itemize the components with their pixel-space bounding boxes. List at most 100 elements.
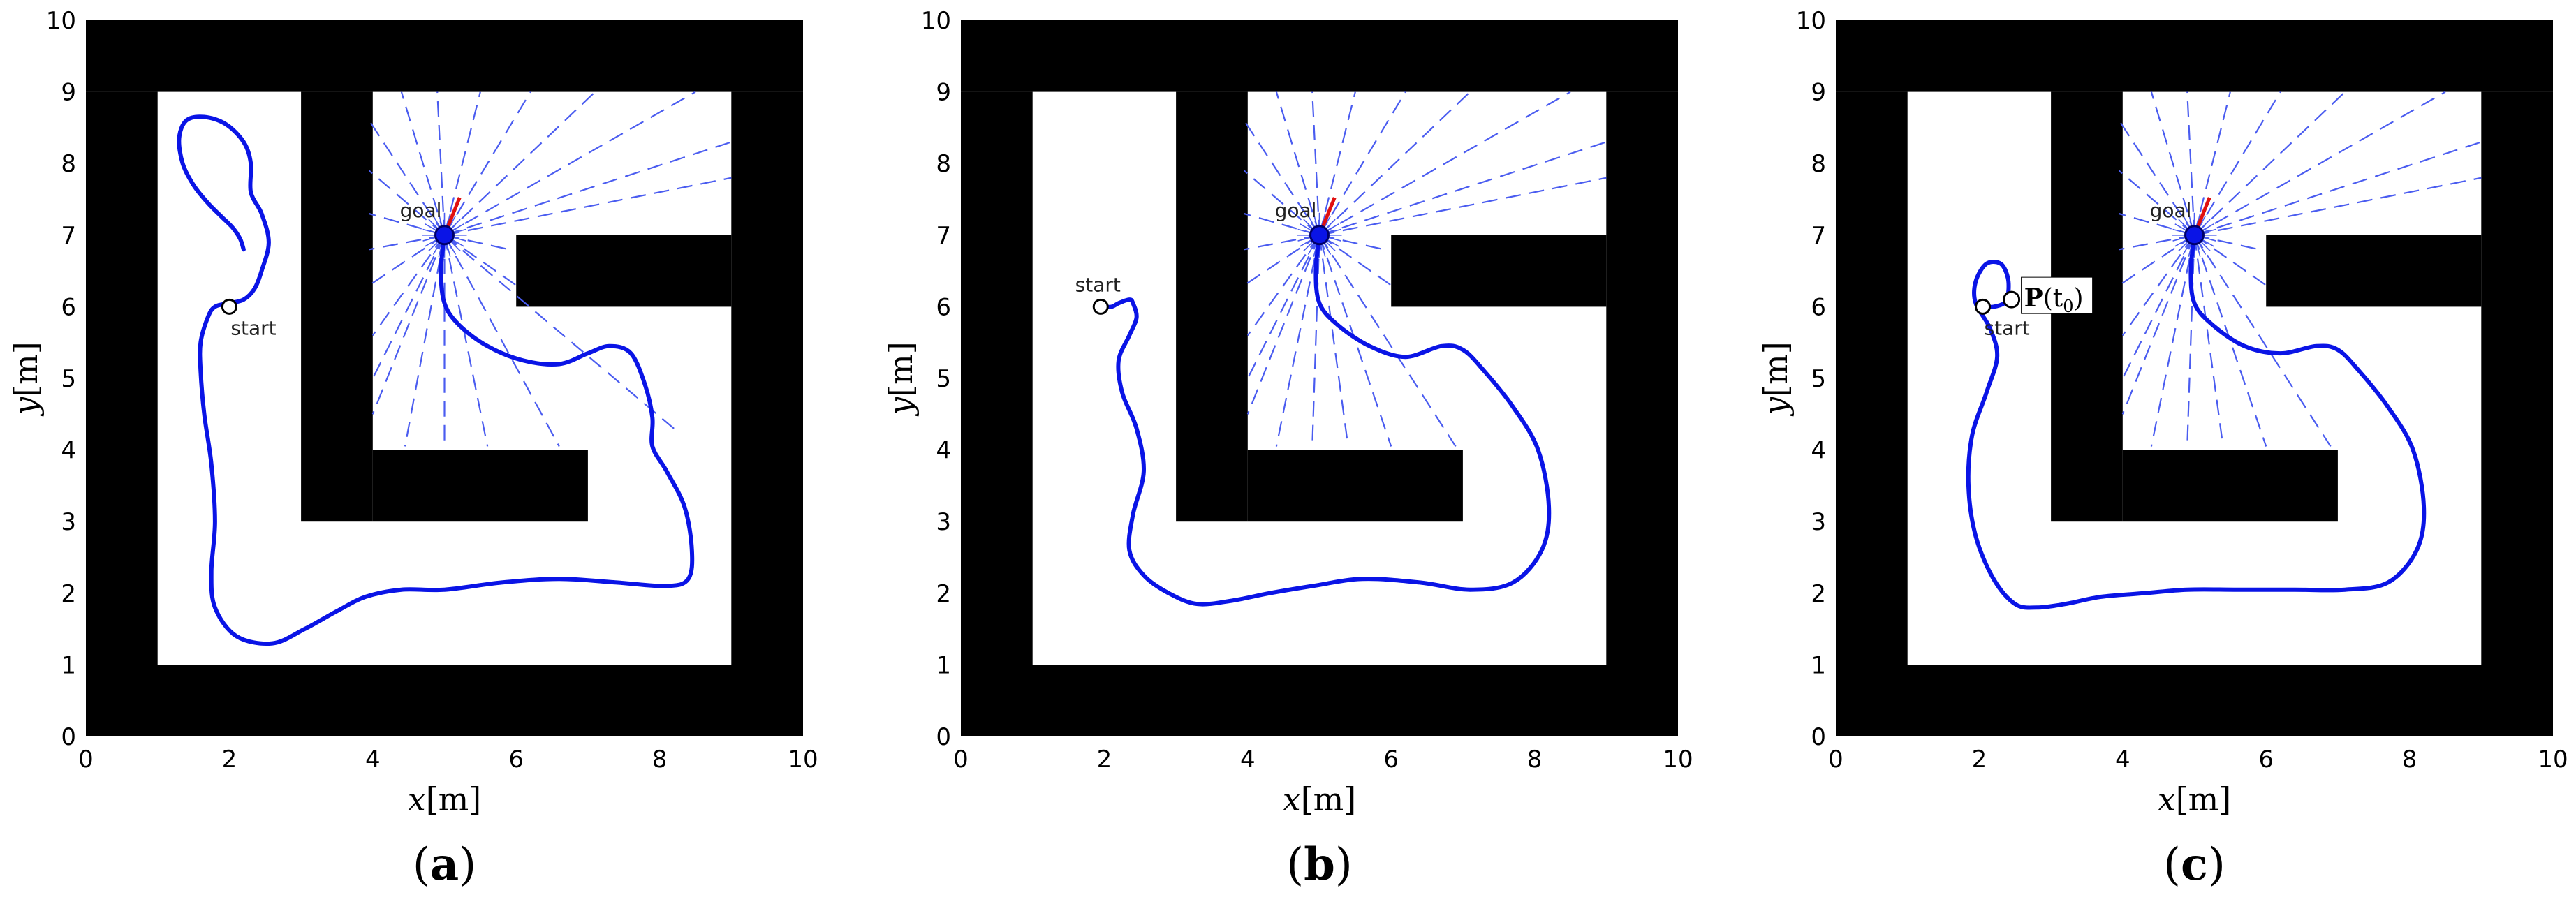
sensor-ray	[2193, 91, 2346, 236]
plot-area	[961, 20, 1678, 736]
goal-label: goal	[2150, 199, 2192, 222]
sensor-ray	[1318, 235, 1457, 447]
sensor-ray	[371, 235, 446, 379]
y-tick-label: 8	[61, 150, 76, 178]
obstacle-wall	[1606, 91, 1678, 665]
y-tick-label: 3	[61, 508, 76, 536]
sensor-ray-tick	[422, 237, 436, 242]
y-tick-label: 0	[1811, 723, 1826, 751]
sensor-ray	[436, 91, 446, 235]
sensor-ray	[400, 91, 446, 236]
sensor-ray	[2121, 235, 2195, 336]
x-tick-label: 6	[508, 746, 524, 773]
sensor-ray-tick	[425, 223, 436, 231]
y-tick-label: 8	[1811, 150, 1826, 178]
y-tick-label: 9	[61, 79, 76, 107]
y-tick-label: 9	[1811, 79, 1826, 107]
sensor-ray-tick	[425, 239, 436, 247]
sensor-ray	[443, 235, 560, 447]
sensor-ray-tick	[452, 239, 464, 247]
sensor-ray-tick	[1323, 243, 1332, 255]
y-tick-label: 6	[936, 293, 951, 321]
obstacle-wall	[961, 665, 1678, 736]
y-tick-label: 3	[1811, 508, 1826, 536]
y-tick-label: 1	[61, 651, 76, 679]
sensor-ray-tick	[1303, 242, 1313, 251]
sensor-ray-tick	[453, 228, 466, 233]
obstacle-wall	[2481, 91, 2553, 665]
sensor-ray-tick	[2203, 228, 2216, 233]
sensor-ray	[443, 91, 531, 236]
sensor-ray-tick	[1297, 237, 1311, 242]
sensor-ray	[2150, 235, 2195, 447]
sensor-ray-tick	[2172, 228, 2186, 233]
sensor-ray	[2121, 235, 2195, 415]
x-axis-label: x[m]	[2158, 780, 2231, 818]
sensor-ray	[443, 234, 675, 429]
y-tick-label: 10	[46, 7, 76, 35]
plot-area	[1836, 20, 2553, 736]
sensor-ray	[1311, 91, 1320, 235]
y-tick-label: 10	[921, 7, 951, 35]
sensor-ray-tick	[1328, 237, 1341, 242]
x-tick-label: 0	[78, 746, 94, 773]
obstacle-wall	[86, 91, 158, 665]
trajectory-line	[177, 114, 695, 646]
y-tick-label: 4	[1811, 437, 1826, 465]
y-tick-label: 1	[1811, 651, 1826, 679]
sensor-ray-tick	[2202, 239, 2214, 247]
sensor-ray	[1246, 235, 1320, 336]
x-tick-label: 0	[1828, 746, 1843, 773]
sensor-ray	[371, 235, 446, 336]
x-axis-label: x[m]	[1283, 780, 1356, 818]
x-tick-label: 4	[2115, 746, 2130, 773]
sensor-ray-tick	[422, 228, 436, 233]
sensor-ray	[443, 91, 696, 236]
sensor-ray-tick	[448, 243, 457, 255]
x-tick-label: 4	[365, 746, 381, 773]
sensor-ray-tick	[2178, 242, 2188, 251]
y-tick-label: 3	[936, 508, 951, 536]
sensor-ray-tick	[428, 219, 439, 229]
sensor-ray	[444, 177, 732, 236]
y-tick-label: 5	[1811, 365, 1826, 393]
sensor-ray	[404, 235, 446, 447]
x-tick-label: 10	[2538, 746, 2568, 773]
sensor-ray-tick	[2196, 244, 2201, 257]
start-label: start	[1985, 316, 2030, 339]
x-tick-label: 2	[1097, 746, 1112, 773]
y-tick-label: 7	[61, 222, 76, 250]
sensor-ray	[1311, 235, 1320, 447]
trajectory-line	[1966, 232, 2427, 610]
sensor-ray-tick	[2182, 243, 2191, 255]
y-tick-label: 9	[936, 79, 951, 107]
sensor-ray	[369, 234, 445, 251]
sensor-ray	[1246, 235, 1320, 379]
obstacle-wall	[2122, 450, 2338, 522]
y-tick-label: 2	[61, 580, 76, 608]
sensor-ray	[1318, 91, 1406, 236]
obstacle-wall	[1836, 91, 1908, 665]
obstacle-wall	[372, 450, 588, 522]
sensor-ray-tick	[1313, 213, 1318, 226]
sensor-ray	[2186, 235, 2195, 447]
sensor-ray	[2193, 235, 2332, 447]
sensor-ray	[1319, 177, 1607, 236]
sensor-ray-tick	[1300, 223, 1311, 231]
sensor-ray-tick	[2188, 213, 2193, 226]
start-marker-icon	[221, 298, 237, 315]
sensor-ray-tick	[1303, 219, 1313, 229]
y-tick-label: 7	[1811, 222, 1826, 250]
x-tick-label: 8	[2402, 746, 2417, 773]
sensor-ray-tick	[2174, 223, 2186, 231]
sensor-ray-tick	[2200, 242, 2211, 251]
x-tick-label: 2	[1972, 746, 1987, 773]
panel-label: (b)	[1286, 838, 1353, 891]
sensor-ray-tick	[450, 242, 461, 251]
sensor-ray	[1318, 91, 1471, 236]
sensor-ray	[1275, 91, 1320, 236]
sensor-ray-tick	[2202, 223, 2214, 231]
sensor-ray	[1275, 235, 1320, 447]
